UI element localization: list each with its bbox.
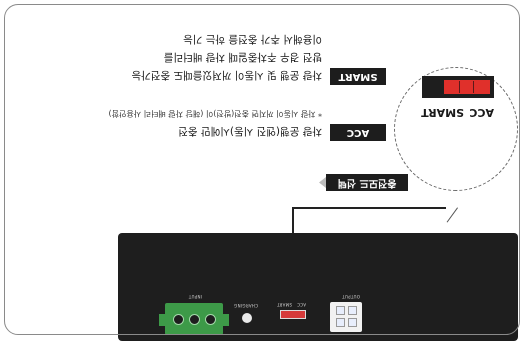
page-frame xyxy=(4,4,520,335)
